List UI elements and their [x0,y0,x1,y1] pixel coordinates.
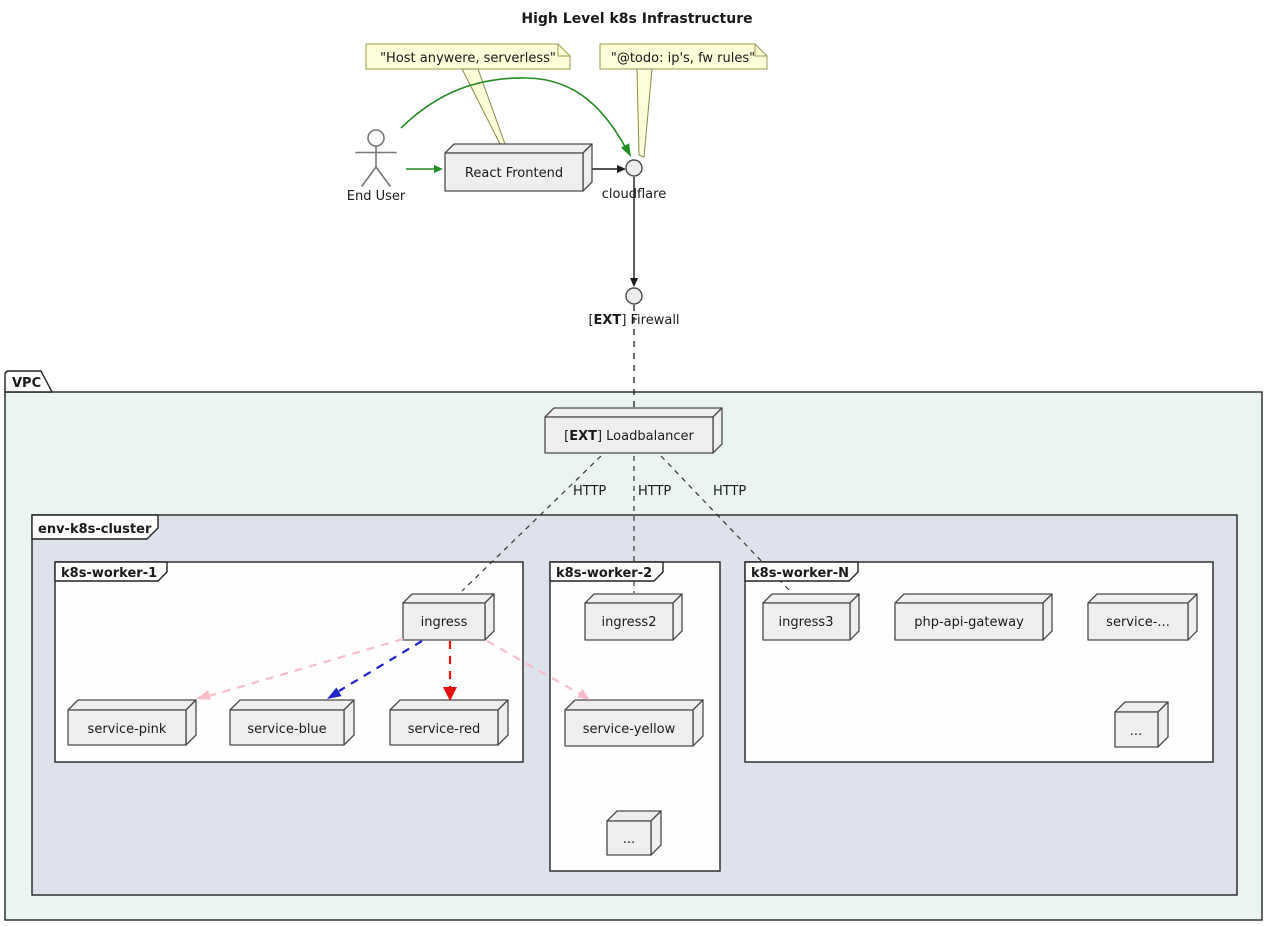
note-todo-fw-rules: "@todo: ip's, fw rules" [599,43,768,70]
note-todo-text: "@todo: ip's, fw rules" [611,51,755,66]
firewall-label: [EXT] Firewall [588,313,679,328]
node-service-red: service-red [389,699,509,746]
cluster-label: env-k8s-cluster [38,522,152,537]
node-label: ... [1130,724,1142,739]
worker1-tab: k8s-worker-1 [54,561,168,582]
node-ingress: ingress [402,593,495,641]
node-label: service-... [1106,615,1170,630]
node-label: ingress2 [602,615,657,630]
arrowhead-icon [434,165,443,173]
node-service-pink: service-pink [67,699,197,746]
edge-ingress-service-yellow [486,640,590,700]
actor-label: End User [347,189,406,204]
actor-head-icon [367,129,385,147]
node-loadbalancer: [EXT] Loadbalancer [544,407,723,454]
cluster-tab: env-k8s-cluster [31,514,159,540]
node-label: service-pink [88,722,167,737]
vpc-label: VPC [12,376,41,391]
node-service-ellipsis: service-... [1087,593,1198,641]
vpc-tab [4,370,53,393]
label-http-1: HTTP [573,484,606,499]
interface-firewall: [EXT] Firewall [588,287,680,328]
cloudflare-label: cloudflare [602,187,666,202]
workerN-tab: k8s-worker-N [744,561,859,582]
note-host-anywhere: "Host anywere, serverless" [365,43,571,70]
node-service-yellow: service-yellow [564,699,704,747]
edge-enduser-cloudflare-curve [400,77,631,157]
node-label: ... [623,832,635,847]
note-fold-icon [557,44,570,57]
node-php-api-gateway: php-api-gateway [894,593,1053,641]
arrowhead-icon [577,688,590,700]
edge-ingress-service-red [443,641,457,701]
arrowhead-icon [196,690,211,700]
arrowhead-icon [327,687,342,699]
edge-lb-ingress3 [660,455,791,592]
node-service-blue: service-blue [229,699,355,746]
interface-circle-icon [625,159,643,177]
node-label: [EXT] Loadbalancer [564,429,694,444]
edge-cloudflare-firewall [630,177,638,287]
label-http-2: HTTP [638,484,671,499]
arrowhead-icon [630,278,638,287]
edge-ingress-service-pink [196,637,404,700]
note-connector-frontend [461,68,506,145]
node-ingress3: ingress3 [762,593,860,641]
actor-end-user: End User [347,129,406,204]
note-connector-cloudflare [636,68,653,158]
node-label: service-blue [247,722,326,737]
diagram-title: High Level k8s Infrastructure [521,11,752,27]
worker1-label: k8s-worker-1 [61,566,157,581]
interface-cloudflare: cloudflare [602,159,666,202]
node-ingress2: ingress2 [584,593,683,641]
arrowhead-icon [621,143,631,157]
node-label: ingress3 [779,615,834,630]
worker2-tab: k8s-worker-2 [549,561,664,582]
node-ellipsis-worker2: ... [606,810,662,856]
interface-circle-icon [625,287,643,305]
arrowhead-icon [617,165,626,173]
node-ellipsis-workerN: ... [1114,701,1169,748]
edge-lb-ingress1 [461,455,602,592]
node-label: service-red [408,722,481,737]
workerN-label: k8s-worker-N [751,566,849,581]
arrowhead-icon [443,687,457,701]
worker2-label: k8s-worker-2 [556,566,652,581]
node-label: service-yellow [583,722,676,737]
node-label: React Frontend [465,166,563,181]
edge-ingress-service-blue [327,640,423,699]
node-label: php-api-gateway [914,615,1024,630]
node-react-frontend: React Frontend [444,143,593,192]
note-host-text: "Host anywere, serverless" [380,51,556,66]
label-http-3: HTTP [713,484,746,499]
node-label: ingress [421,615,468,630]
note-fold-icon [754,44,767,57]
edge-enduser-frontend [406,165,443,173]
